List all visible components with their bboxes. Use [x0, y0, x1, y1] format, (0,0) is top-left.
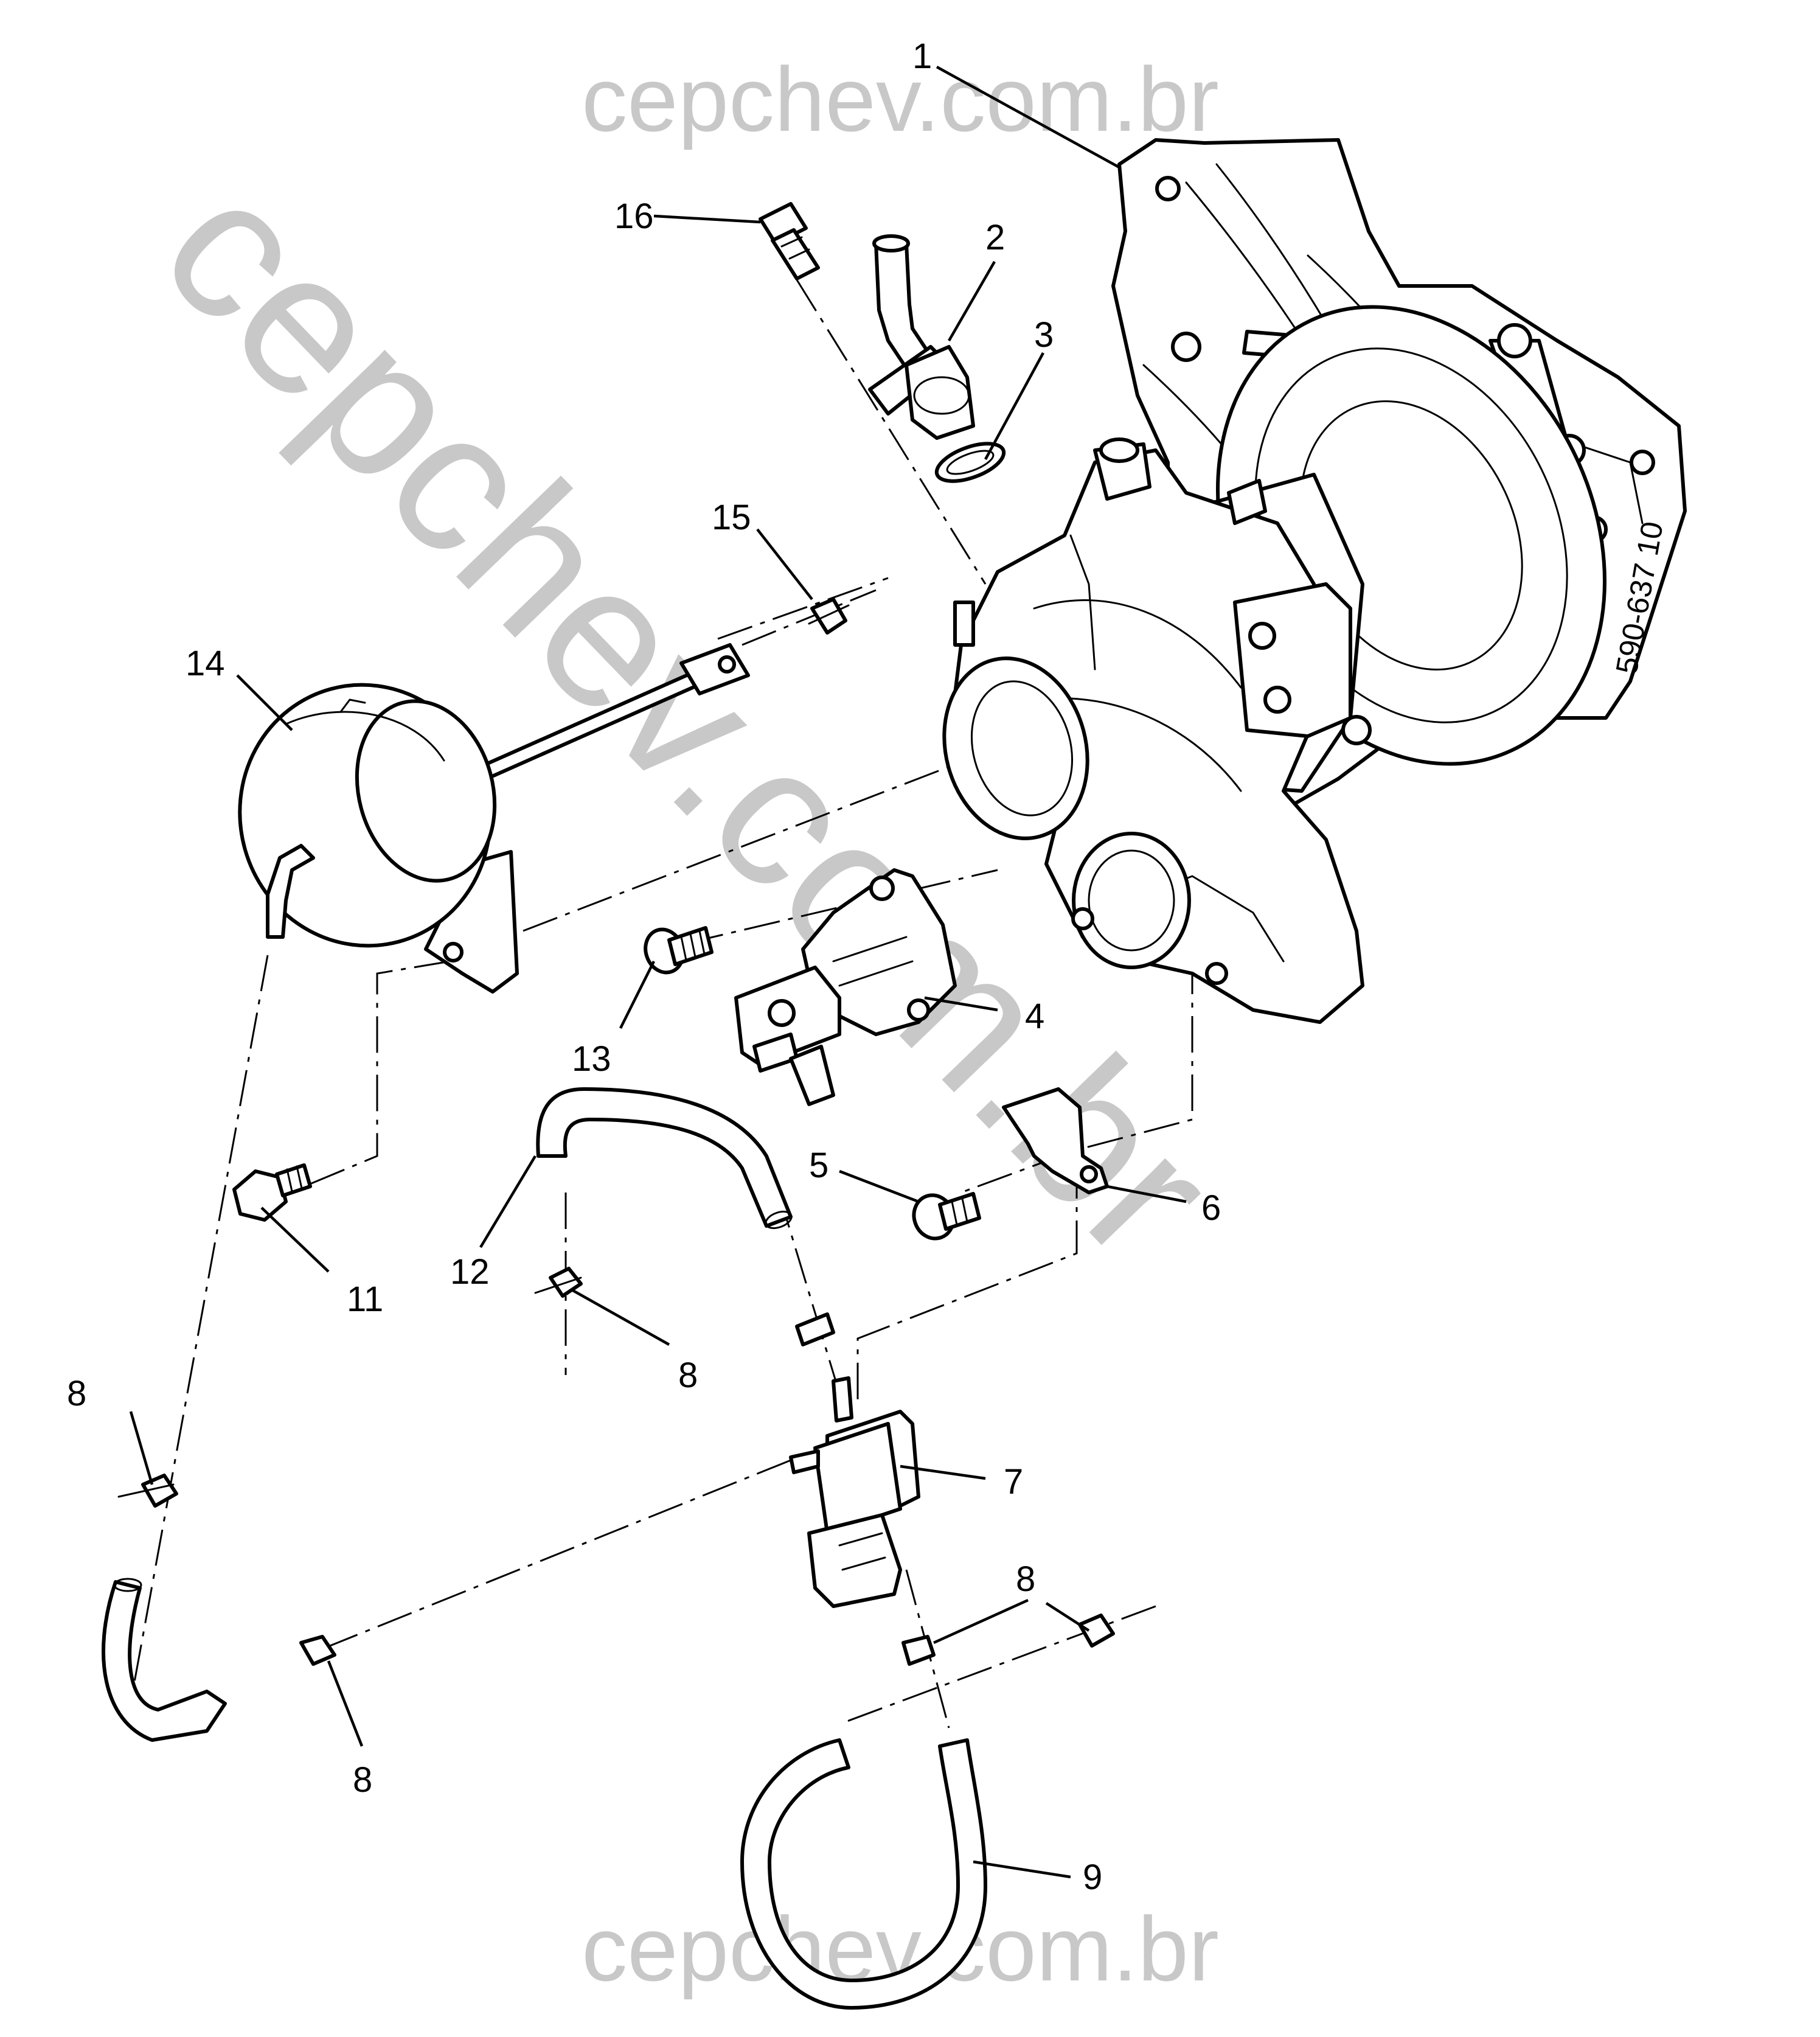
callout-3: 3: [1034, 315, 1054, 355]
hose-clip-8-lower: [299, 1635, 336, 1666]
callout-1: 1: [912, 37, 932, 76]
callout-8-upper: 8: [678, 1356, 698, 1395]
callout-14: 14: [186, 644, 225, 683]
hose-clip-8-upper: [534, 1267, 583, 1298]
callout-2: 2: [985, 218, 1005, 257]
wastegate-actuator-14: [238, 643, 750, 994]
bolt-5: [912, 1192, 981, 1241]
callout-labels: 1 2 3 4 5 6 7 8 8 8 8 9 11 12 13 14 15 1…: [67, 37, 1221, 1897]
wastegate-solenoid-7: [789, 1376, 920, 1608]
seal-ring-3: [934, 442, 1006, 483]
callout-11: 11: [347, 1280, 383, 1319]
callout-leaders: [129, 66, 1187, 1879]
callout-4: 4: [1025, 997, 1044, 1036]
vacuum-hose-left: [102, 1578, 227, 1742]
oil-feed-fitting-2: [868, 234, 975, 440]
callout-5: 5: [809, 1146, 828, 1185]
callout-13: 13: [572, 1039, 611, 1079]
vacuum-hose-9: [740, 1738, 987, 2010]
callout-8-left: 8: [67, 1374, 86, 1413]
callout-7: 7: [1004, 1462, 1023, 1502]
bolt-13: [644, 926, 714, 975]
callout-8-right: 8: [1016, 1559, 1035, 1599]
retainer-clip-15: [808, 597, 850, 635]
bolt-11: [232, 1163, 312, 1222]
callout-8-lower: 8: [353, 1760, 372, 1800]
vacuum-hose-12: [536, 1087, 793, 1230]
callout-16: 16: [614, 197, 654, 236]
callout-6: 6: [1201, 1188, 1221, 1228]
callout-9: 9: [1083, 1858, 1102, 1897]
hose-clip-8-connector: [795, 1312, 835, 1346]
assembly-centerlines: [133, 279, 1266, 1729]
pressure-sensor-4: [734, 868, 957, 1106]
hose-clip-8-right: [901, 1614, 1115, 1666]
bolt-16: [759, 202, 820, 280]
turbocharger-assembly: 590-637 10: [942, 138, 1687, 1024]
watermark-top: cepchev.com.br: [582, 48, 1219, 150]
callout-15: 15: [712, 498, 751, 537]
callout-12: 12: [450, 1252, 490, 1292]
